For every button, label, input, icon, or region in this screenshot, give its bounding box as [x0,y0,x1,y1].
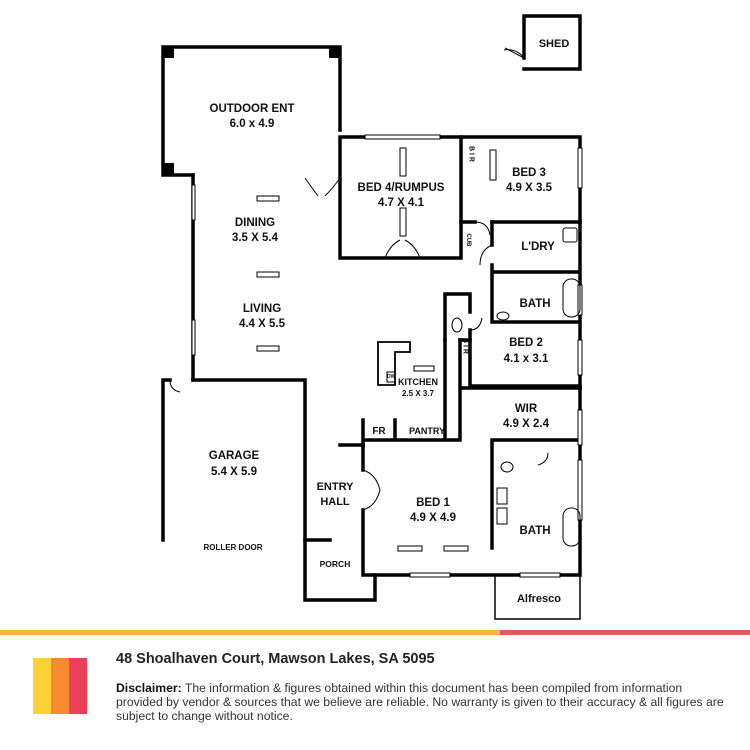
doors [169,47,549,511]
label-outdoor-ent: OUTDOOR ENT [210,103,295,115]
size-bed4: 4.7 X 4.1 [378,197,425,209]
size-wir: 4.9 X 2.4 [503,418,550,430]
brand-logo [33,658,87,714]
label-fr: FR [372,426,386,437]
label-living: LIVING [243,303,281,315]
posts [162,46,341,175]
size-kitchen: 2.5 X 3.7 [402,389,435,398]
floor-plan: SHED OUTDOOR ENT 6.0 x 4.9 BED 4/RUMPUS … [161,14,583,620]
label-laundry: L'DRY [521,241,555,253]
label-dining: DINING [235,217,275,229]
footer: 48 Shoalhaven Court, Mawson Lakes, SA 50… [0,635,750,750]
fixtures [256,147,581,552]
disclaimer-label: Disclaimer: [116,681,182,695]
label-porch: PORCH [320,559,351,569]
disclaimer: Disclaimer: The information & figures ob… [116,681,732,723]
label-bath-bottom: BATH [519,525,550,537]
size-outdoor-ent: 6.0 x 4.9 [230,118,275,130]
size-bed3: 4.9 X 3.5 [506,182,553,194]
label-hall: HALL [320,496,350,508]
disclaimer-text: The information & figures obtained withi… [116,681,724,723]
label-bed2: BED 2 [509,337,543,349]
logo-bar-orange [51,658,69,714]
label-bir-mid: B I R [462,338,469,354]
label-pantry: PANTRY [409,426,445,436]
property-address: 48 Shoalhaven Court, Mawson Lakes, SA 50… [116,651,435,667]
label-bir-top: B I R [468,146,475,162]
logo-bar-yellow [33,658,51,714]
label-garage: GARAGE [209,450,260,462]
size-garage: 5.4 X 5.9 [211,466,257,478]
label-bed1: BED 1 [416,497,450,509]
label-bed4: BED 4/RUMPUS [358,182,445,194]
footer-divider [0,630,750,635]
label-bath-top: BATH [519,298,550,310]
logo-bar-red [69,658,87,714]
label-cub: CUB [465,234,471,248]
size-bed2: 4.1 x 3.1 [504,353,549,365]
label-entry: ENTRY [317,481,355,493]
size-living: 4.4 X 5.5 [239,318,286,330]
divider-left [0,630,500,635]
label-bed3: BED 3 [512,167,546,179]
size-bed1: 4.9 X 4.9 [410,512,456,524]
label-alfresco: Alfresco [517,593,561,605]
size-dining: 3.5 X 5.4 [232,232,279,244]
label-wir: WIR [515,403,538,415]
divider-right [500,630,750,635]
label-kitchen: KITCHEN [398,377,438,387]
label-dw: DW [387,374,396,380]
label-shed: SHED [539,38,570,50]
label-roller-door: ROLLER DOOR [203,543,262,552]
